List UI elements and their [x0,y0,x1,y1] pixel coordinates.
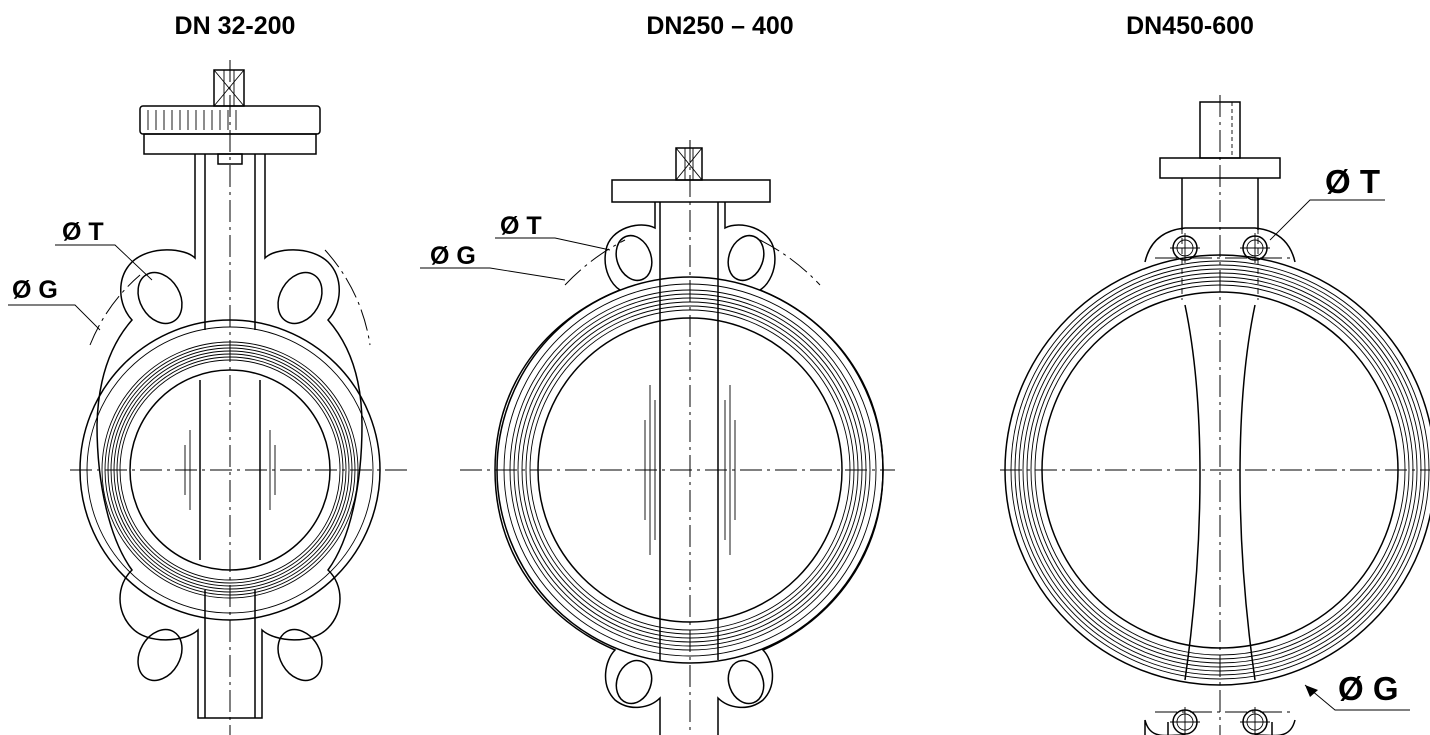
valve-drawing-dn32-200: Ø T Ø G [8,60,410,735]
bolt-hole [615,659,653,705]
valve-drawing-dn250-400: Ø T Ø G [420,140,895,735]
panel-title-dn450-600: DN450-600 [1126,12,1254,40]
bolt-hole [277,271,323,325]
label-bolt-circle: Ø G [12,276,58,304]
label-bolt-circle: Ø G [430,242,476,270]
bolt-hole [137,271,183,325]
label-bolt-hole: Ø T [1325,163,1380,200]
valve-body-outline [494,202,884,735]
bolt-hole [277,628,323,682]
valve-drawing-dn450-600: Ø T Ø G [1000,95,1430,735]
label-bolt-hole: Ø T [62,218,104,246]
bolt-hole [615,234,653,282]
bolt-hole [137,628,183,682]
top-flange [611,179,771,203]
bolt-hole [727,234,765,282]
bolt-hole [727,659,765,705]
bolt-holes [1170,233,1270,735]
disc [1181,178,1259,681]
gear-teeth [147,110,237,130]
bottom-lug [1144,719,1296,735]
label-bolt-hole: Ø T [500,212,542,240]
label-bolt-circle: Ø G [1338,670,1399,707]
panel-title-dn32-200: DN 32-200 [174,12,296,40]
panel-title-dn250-400: DN250 – 400 [646,12,794,40]
